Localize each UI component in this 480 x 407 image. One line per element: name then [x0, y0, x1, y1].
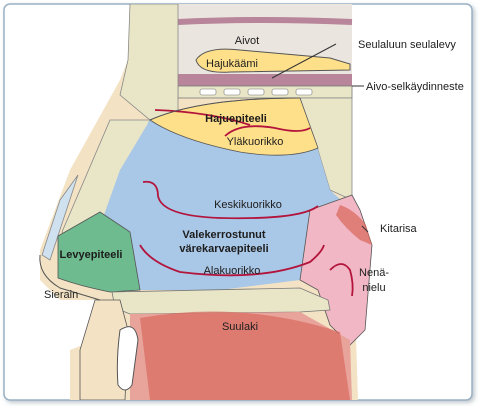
inferior-concha-line [139, 244, 325, 277]
label-nenanielu-2: nielu [362, 282, 385, 294]
nostril-outline [39, 254, 101, 301]
label-sierain: Sierain [44, 289, 78, 301]
hard-palate-bone [111, 287, 331, 315]
squamous-epithelium [57, 211, 141, 293]
label-hajuepiteeli: Hajuepiteeli [205, 113, 267, 125]
label-hajukaami: Hajukäämi [206, 58, 258, 70]
label-keskikuorikko: Keskikuorikko [214, 199, 282, 211]
label-levyepiteeli: Levyepiteeli [60, 249, 123, 261]
label-suulaki: Suulaki [222, 321, 258, 333]
adenoid [336, 205, 372, 245]
label-alakuorikko: Alakuorikko [204, 265, 261, 277]
leader-kitarisa [361, 225, 369, 233]
label-valekerrostunut-1: Valekerrostunut [182, 229, 265, 241]
leader-seulaluu [271, 43, 337, 79]
csf-band [178, 74, 352, 86]
incisor-tooth [116, 326, 139, 391]
olfactory-boundary-line [154, 109, 251, 126]
label-kitarisa: Kitarisa [380, 223, 418, 235]
olfactory-bulb [195, 48, 351, 73]
pharynx-line [329, 263, 354, 297]
meninges [177, 17, 353, 25]
label-aivo-selkaydinneste: Aivo-selkäydinneste [366, 81, 464, 93]
upper-lip [79, 299, 129, 400]
label-aivot: Aivot [235, 35, 259, 47]
label-ylakuorikko: Yläkuorikko [227, 136, 284, 148]
label-seulaluu: Seulaluun seulalevy [358, 39, 456, 51]
superior-concha-line [224, 125, 311, 137]
middle-concha-line [142, 180, 319, 220]
cribriform-holes [199, 88, 313, 96]
palate-surface [140, 311, 350, 400]
label-nenanielu-1: Nenä- [359, 267, 389, 279]
label-valekerrostunut-2: värekarvaepiteeli [179, 243, 268, 255]
nasal-cartilage [41, 174, 79, 261]
